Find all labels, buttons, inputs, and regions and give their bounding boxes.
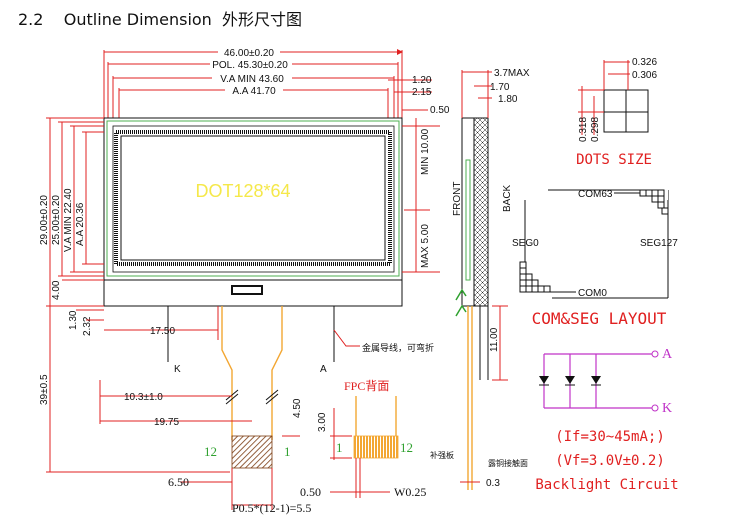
backlight-label: Backlight Circuit <box>535 477 678 493</box>
dim-r1: 1.20 <box>412 75 432 86</box>
dim-pitch: P0.5*(12-1)=5.5 <box>232 501 311 515</box>
layout-com63: COM63 <box>578 189 613 200</box>
dot-height-2: 0.298 <box>590 117 601 142</box>
fpc-back-label: FPC背面 <box>344 379 389 393</box>
dim-side-thickness: 3.7MAX <box>494 68 530 79</box>
dim-r3: 0.50 <box>430 105 450 116</box>
lead-note: 金属导线，可弯折 <box>362 342 434 354</box>
section-title-cn: 外形尺寸图 <box>221 10 302 29</box>
backlight-circuit: A K (If=30~45mA;) (Vf=3.0V±0.2) Backligh… <box>535 347 678 493</box>
dim-bottom-d5: 6.50 <box>168 475 189 489</box>
dim-lead-length: 39±0.5 <box>39 374 50 405</box>
leads-and-fpc: K A 金属导线，可弯折 12 1 <box>167 306 434 469</box>
dots-size: 0.326 0.306 0.318 0.298 DOTS SIZE <box>576 57 657 168</box>
dim-bottom-d1: 17.50 <box>150 326 175 337</box>
top-dimensions: 46.00±0.20 POL. 45.30±0.20 V.A MIN 43.60… <box>103 46 450 130</box>
dim-left-d3: 2.32 <box>82 316 93 336</box>
section-title-text: Outline Dimension <box>63 10 212 29</box>
layout-label: COM&SEG LAYOUT <box>532 309 667 328</box>
dim-overall-width: 46.00±0.20 <box>224 48 274 59</box>
fpc-back-pin-1: 1 <box>336 440 343 455</box>
dim-left-d2: 1.30 <box>68 310 79 330</box>
com-seg-layout: COM63 COM0 SEG0 SEG127 COM&SEG LAYOUT <box>512 176 678 328</box>
section-title: 2.2 Outline Dimension 外形尺寸图 <box>18 6 302 30</box>
dim-fpc-width: W0.25 <box>394 485 426 499</box>
dim-side-d2: 1.70 <box>490 82 510 93</box>
side-note-stiffener: 补强板 <box>430 450 454 460</box>
section-number: 2.2 <box>18 10 44 29</box>
dot-height-1: 0.318 <box>578 117 589 142</box>
backlight-anode: A <box>662 347 673 362</box>
fpc-back-pin-12: 12 <box>400 440 413 455</box>
backlight-vf: (Vf=3.0V±0.2) <box>555 453 665 469</box>
dim-aa-height: A.A 20.36 <box>75 202 86 246</box>
dim-va-width: V.A MIN 43.60 <box>220 74 284 85</box>
dim-overall-height: 29.00±0.20 <box>39 195 50 245</box>
dot-width-2: 0.306 <box>632 70 657 81</box>
right-dimensions: MIN 10.00 MAX 5.00 <box>402 118 440 273</box>
layout-seg0: SEG0 <box>512 238 539 249</box>
backlight-cathode: K <box>662 401 672 416</box>
dim-bottom-d4: 4.50 <box>292 398 303 418</box>
dim-bottom-d2: 10.3±1.0 <box>124 392 163 403</box>
module-center-label: DOT128*64 <box>195 181 290 201</box>
dim-right-top: MIN 10.00 <box>420 128 431 175</box>
dim-side-lead: 11.00 <box>489 327 500 352</box>
fpc-back-detail: FPC背面 1 12 3.00 0.50 W0.25 <box>300 379 426 499</box>
dim-aa-width: A.A 41.70 <box>232 86 276 97</box>
dim-fpc-gap: 0.50 <box>300 485 321 499</box>
dim-pol-height: 25.00±0.20 <box>51 195 62 245</box>
layout-seg127: SEG127 <box>640 238 678 249</box>
left-dimensions: 29.00±0.20 25.00±0.20 V.A MIN 22.40 A.A … <box>39 117 230 473</box>
dim-side-d3: 1.80 <box>498 94 518 105</box>
dim-fpc-height: 3.00 <box>317 412 328 432</box>
dim-bottom-d3: 19.75 <box>154 417 179 428</box>
dim-va-height: V.A MIN 22.40 <box>63 188 74 252</box>
dim-right-bottom: MAX 5.00 <box>420 224 431 268</box>
dot-width-1: 0.326 <box>632 57 657 68</box>
dots-size-label: DOTS SIZE <box>576 152 652 168</box>
layout-com0: COM0 <box>578 288 607 299</box>
lead-a-label: A <box>320 364 327 375</box>
fpc-pin-1: 1 <box>284 444 291 459</box>
dim-side-fpc-thickness: 0.3 <box>486 478 500 489</box>
side-front-label: FRONT <box>452 182 463 216</box>
lcd-module-front: DOT128*64 <box>103 117 403 307</box>
backlight-if: (If=30~45mA;) <box>555 429 665 445</box>
dim-r2: 2.15 <box>412 87 432 98</box>
lead-k-label: K <box>174 364 181 375</box>
side-back-label: BACK <box>502 184 513 212</box>
dim-pol-width: POL. 45.30±0.20 <box>212 60 288 71</box>
side-view: 3.7MAX 1.70 1.80 FRONT BACK 11.00 补强板 露铜… <box>430 68 530 490</box>
dim-left-d1: 4.00 <box>51 280 62 300</box>
fpc-pin-12: 12 <box>204 444 217 459</box>
bottom-dimensions: 17.50 10.3±1.0 19.75 4.50 6.50 P0.5*(12-… <box>99 306 311 515</box>
side-note-contact: 露铜接触面 <box>488 458 528 468</box>
